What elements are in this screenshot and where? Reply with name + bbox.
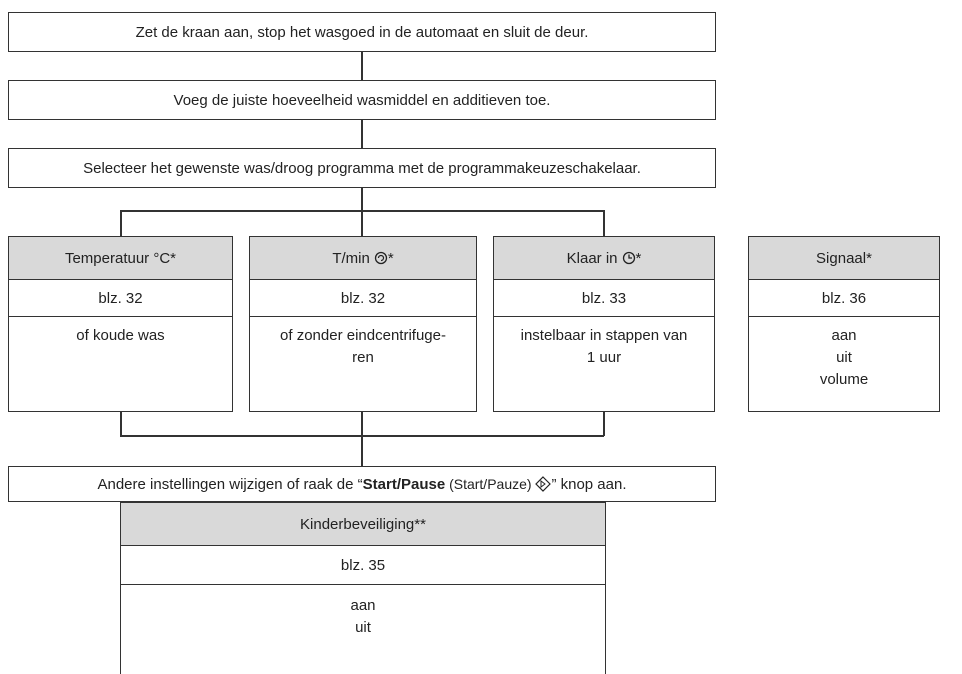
step-text: Zet de kraan aan, stop het wasgoed in de… bbox=[135, 23, 589, 41]
option-title: Temperatuur °C* bbox=[9, 237, 232, 280]
connector bbox=[361, 120, 363, 148]
option-page: blz. 36 bbox=[749, 280, 939, 317]
start-pause-label: Start/Pause bbox=[362, 475, 446, 493]
start-pause-icon bbox=[535, 475, 552, 492]
connector bbox=[120, 210, 122, 236]
option-page: blz. 33 bbox=[494, 280, 714, 317]
step-turn-on-water: Zet de kraan aan, stop het wasgoed in de… bbox=[8, 12, 716, 52]
step-text: Selecteer het gewenste was/droog program… bbox=[83, 159, 641, 177]
connector bbox=[603, 412, 605, 436]
option-delay-timer: Klaar in * blz. 33 instelbaar in stappen… bbox=[493, 236, 715, 412]
connector bbox=[361, 435, 363, 466]
option-desc: of koude was bbox=[76, 327, 165, 344]
clock-icon bbox=[622, 251, 635, 265]
option-title: Klaar in * bbox=[494, 237, 714, 280]
option-signal: Signaal* blz. 36 aan uit volume bbox=[748, 236, 940, 412]
option-spin-speed: T/min * blz. 32 of zonder eindcentrifuge… bbox=[249, 236, 477, 412]
connector bbox=[361, 210, 363, 236]
connector bbox=[603, 210, 605, 236]
connector bbox=[120, 412, 122, 436]
step-text: Andere instellingen wijzigen of raak de … bbox=[97, 475, 627, 493]
child-lock-title: Kinderbeveiliging** bbox=[121, 503, 605, 546]
option-desc: instelbaar in stappen van 1 uur bbox=[520, 327, 688, 366]
step-select-program: Selecteer het gewenste was/droog program… bbox=[8, 148, 716, 188]
step-start-pause: Andere instellingen wijzigen of raak de … bbox=[8, 466, 716, 502]
option-desc: of zonder eindcentrifuge- ren bbox=[280, 327, 446, 366]
option-temperature: Temperatuur °C* blz. 32 of koude was bbox=[8, 236, 233, 412]
child-lock-card: Kinderbeveiliging** blz. 35 aan uit bbox=[120, 502, 606, 674]
option-page: blz. 32 bbox=[250, 280, 476, 317]
spin-icon bbox=[374, 251, 387, 265]
connector bbox=[361, 52, 363, 80]
step-text: Voeg de juiste hoeveelheid wasmiddel en … bbox=[173, 91, 551, 109]
option-title: Signaal* bbox=[749, 237, 939, 280]
option-page: blz. 32 bbox=[9, 280, 232, 317]
child-lock-page: blz. 35 bbox=[121, 546, 605, 585]
child-lock-desc: aan uit bbox=[350, 597, 376, 636]
step-add-detergent: Voeg de juiste hoeveelheid wasmiddel en … bbox=[8, 80, 716, 120]
option-desc: aan uit volume bbox=[819, 327, 869, 388]
connector bbox=[361, 412, 363, 436]
connector bbox=[361, 188, 363, 210]
option-title: T/min * bbox=[250, 237, 476, 280]
